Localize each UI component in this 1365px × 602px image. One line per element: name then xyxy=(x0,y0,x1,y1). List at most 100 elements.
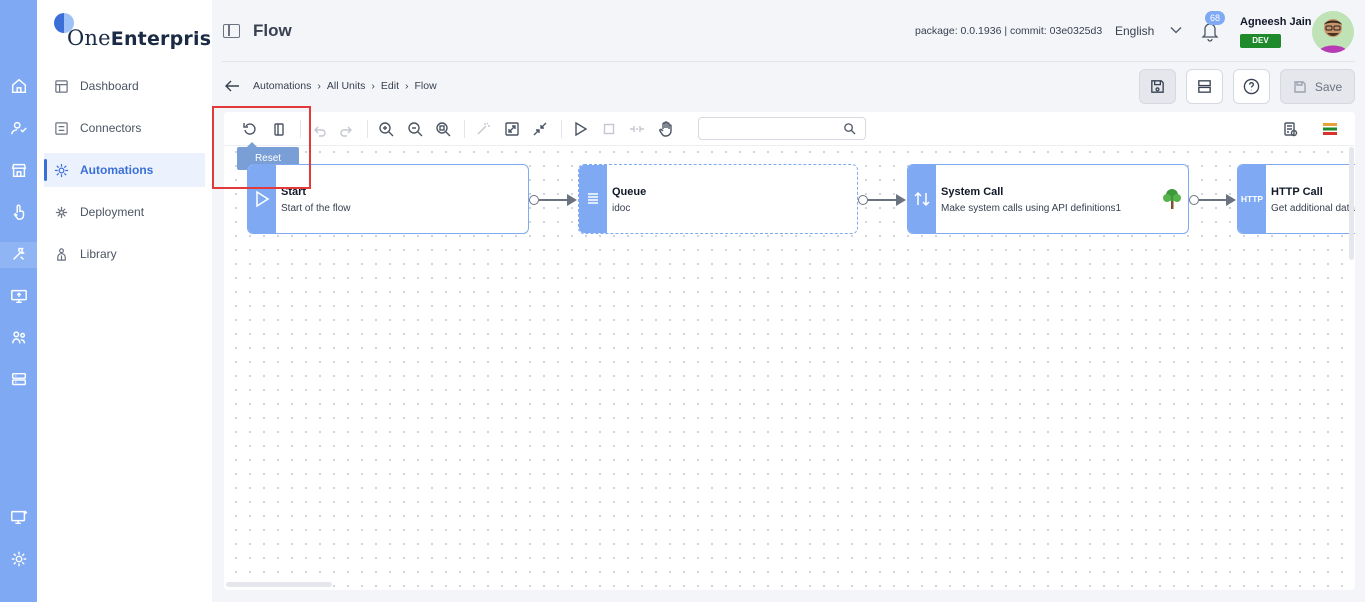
toolbar-divider xyxy=(561,120,562,138)
icon-rail xyxy=(0,0,37,602)
logs-button[interactable] xyxy=(1280,119,1300,139)
play-icon xyxy=(575,121,588,137)
connectors-icon xyxy=(55,121,68,135)
top-header: Flow package: 0.0.1936 | commit: 03e0325… xyxy=(212,0,1365,62)
layout-toggle-button[interactable] xyxy=(1186,69,1223,104)
sidebar-item-dashboard[interactable]: Dashboard xyxy=(44,69,205,103)
clipboard-icon xyxy=(274,123,284,136)
node-output-port[interactable] xyxy=(1189,195,1199,205)
save-draft-button[interactable] xyxy=(1139,69,1176,104)
sidebar: OneEnterprise Dashboard Connectors Autom… xyxy=(37,0,224,602)
layers-button[interactable] xyxy=(1320,119,1340,139)
zoom-fit-button[interactable] xyxy=(433,119,453,139)
redo-button[interactable] xyxy=(337,119,357,139)
clipboard-button[interactable] xyxy=(269,119,289,139)
search-input[interactable] xyxy=(698,117,866,140)
team-icon[interactable] xyxy=(8,327,29,348)
sidebar-item-label: Automations xyxy=(80,163,154,177)
environment-badge: DEV xyxy=(1240,34,1281,48)
run-button[interactable] xyxy=(570,119,590,139)
help-button[interactable] xyxy=(1233,69,1270,104)
save-button-label: Save xyxy=(1314,79,1343,94)
flow-node-queue[interactable]: Queue idoc xyxy=(578,164,858,234)
node-description: Start of the flow xyxy=(281,203,351,214)
node-icon-strip xyxy=(579,165,607,233)
breadcrumb: Automations › All Units › Edit › Flow xyxy=(253,80,437,92)
language-select[interactable]: English xyxy=(1115,24,1155,38)
logo-mark-icon xyxy=(54,13,74,33)
flow-node-start[interactable]: Start Start of the flow xyxy=(247,164,529,234)
node-title: HTTP Call xyxy=(1271,186,1323,198)
zoom-out-button[interactable] xyxy=(405,119,425,139)
users-icon[interactable] xyxy=(8,117,29,138)
stop-button[interactable] xyxy=(599,119,619,139)
breadcrumb-separator: › xyxy=(404,80,409,92)
stop-icon xyxy=(603,123,615,135)
automations-icon xyxy=(54,163,69,177)
flow-node-system-call[interactable]: System Call Make system calls using API … xyxy=(907,164,1189,234)
magic-wand-button[interactable] xyxy=(473,119,493,139)
zoom-in-button[interactable] xyxy=(376,119,396,139)
flow-canvas[interactable]: Reset Start Start of the flow Queue idoc… xyxy=(224,112,1355,590)
queue-icon xyxy=(588,193,598,204)
http-icon: HTTP xyxy=(1240,194,1264,204)
user-name[interactable]: Agneesh Jain xyxy=(1240,16,1312,28)
server-icon[interactable] xyxy=(8,369,29,390)
touch-icon[interactable] xyxy=(8,201,29,222)
expand-button[interactable] xyxy=(502,119,522,139)
monitor-upload-icon[interactable] xyxy=(8,285,29,306)
canvas-toolbar xyxy=(224,112,1355,146)
back-arrow-icon[interactable] xyxy=(224,79,240,93)
store-icon[interactable] xyxy=(8,159,29,180)
tree-icon xyxy=(1163,189,1181,209)
help-icon xyxy=(1243,78,1260,95)
node-description: Get additional data xyxy=(1271,203,1355,214)
flow-node-http-call[interactable]: HTTP HTTP Call Get additional data xyxy=(1237,164,1355,234)
node-description: idoc xyxy=(612,203,631,214)
logs-icon xyxy=(1284,122,1298,137)
collapse-icon xyxy=(533,122,547,136)
dashboard-icon xyxy=(55,79,68,93)
breadcrumb-item-all-units[interactable]: All Units xyxy=(326,80,366,92)
sidebar-item-connectors[interactable]: Connectors xyxy=(44,111,205,145)
home-icon[interactable] xyxy=(8,75,29,96)
play-icon xyxy=(256,190,270,208)
connector-arrow xyxy=(539,194,577,206)
panel-toggle-icon[interactable] xyxy=(223,24,240,38)
package-info: package: 0.0.1936 | commit: 03e0325d3 xyxy=(915,25,1103,37)
zoom-out-icon xyxy=(408,122,423,137)
pan-button[interactable] xyxy=(656,119,676,139)
expand-icon xyxy=(505,122,519,136)
header-divider xyxy=(222,61,1355,62)
connector-arrow xyxy=(868,194,906,206)
chevron-down-icon[interactable] xyxy=(1170,24,1182,36)
layout-icon xyxy=(1198,80,1211,93)
collapse-button[interactable] xyxy=(530,119,550,139)
wrench-icon[interactable] xyxy=(8,243,29,264)
sidebar-item-library[interactable]: Library xyxy=(44,237,205,271)
node-output-port[interactable] xyxy=(529,195,539,205)
sidebar-item-automations[interactable]: Automations xyxy=(44,153,205,187)
avatar[interactable] xyxy=(1312,11,1354,53)
node-description: Make system calls using API definitions1 xyxy=(941,203,1122,214)
breadcrumb-item-edit[interactable]: Edit xyxy=(380,80,399,92)
deployment-icon xyxy=(55,206,68,218)
node-icon-strip xyxy=(248,165,276,233)
settings-icon[interactable] xyxy=(8,548,29,569)
page-title: Flow xyxy=(253,21,292,40)
breadcrumb-separator: › xyxy=(371,80,375,92)
sidebar-item-label: Library xyxy=(80,247,117,261)
horizontal-scrollbar[interactable] xyxy=(226,582,332,587)
sidebar-item-deployment[interactable]: Deployment xyxy=(44,195,205,229)
node-output-port[interactable] xyxy=(858,195,868,205)
redo-icon xyxy=(340,126,352,137)
breadcrumb-item-flow: Flow xyxy=(414,80,437,92)
vertical-scrollbar[interactable] xyxy=(1349,147,1354,260)
undo-button[interactable] xyxy=(309,119,329,139)
step-button[interactable] xyxy=(627,119,647,139)
reset-button[interactable] xyxy=(240,119,260,139)
save-button[interactable]: Save xyxy=(1280,69,1355,104)
breadcrumb-item-automations[interactable]: Automations xyxy=(253,80,312,92)
connector-arrow xyxy=(1199,194,1236,206)
remote-desktop-icon[interactable] xyxy=(8,506,29,527)
